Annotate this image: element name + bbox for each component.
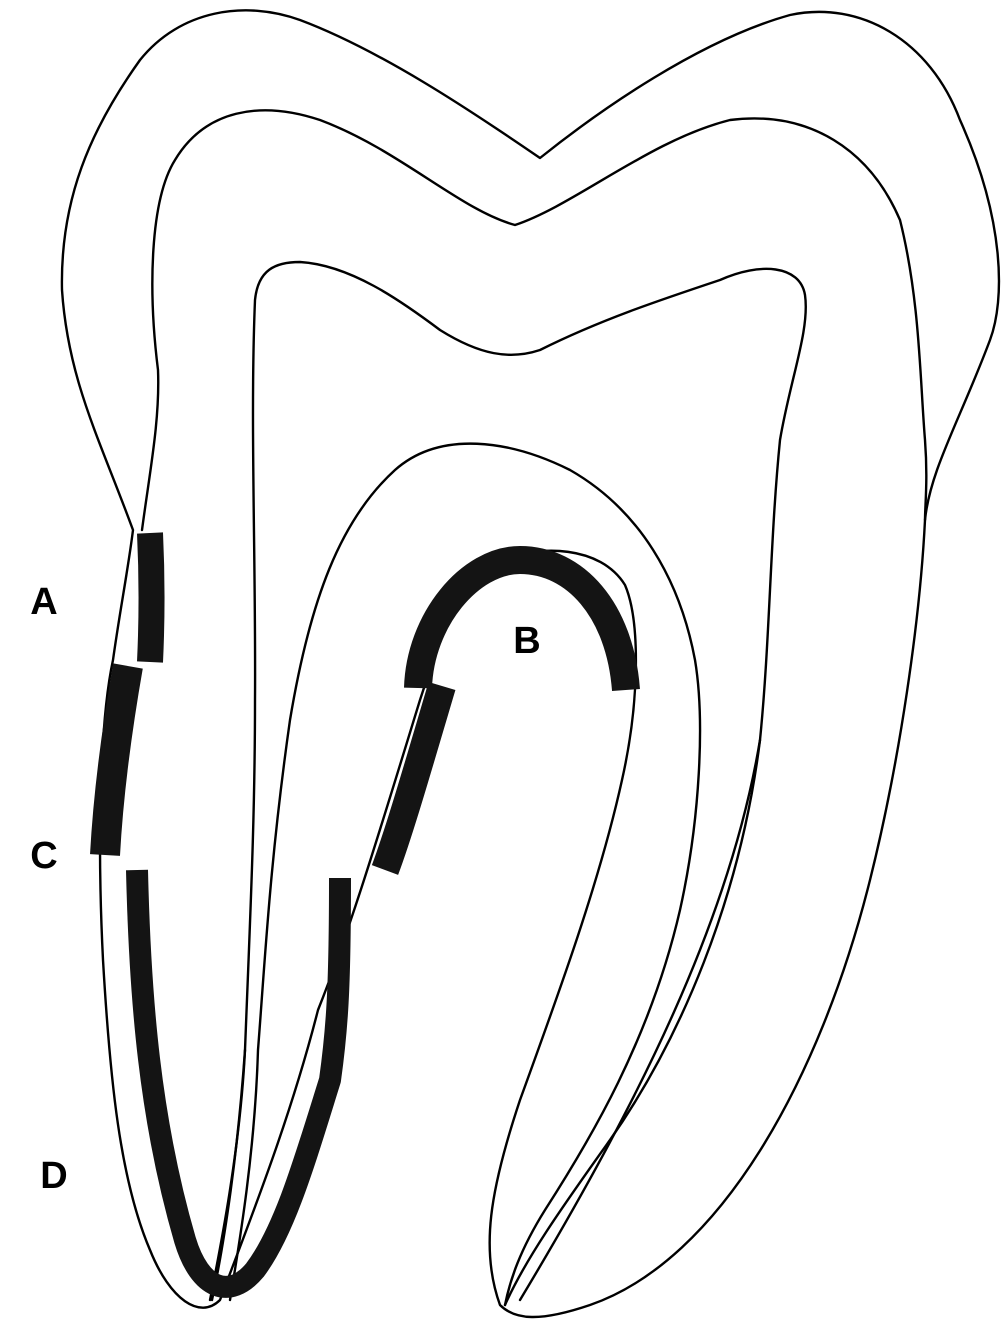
inner-dentin-outline (142, 110, 926, 530)
label-b: B (513, 620, 540, 662)
band-c (105, 666, 128, 855)
label-d: D (40, 1155, 67, 1197)
band-d (137, 870, 340, 1287)
band-furcation (385, 686, 442, 870)
outer-tooth-outline (62, 10, 999, 1317)
label-c: C (30, 835, 57, 877)
band-a (150, 533, 152, 662)
label-a: A (30, 581, 57, 623)
